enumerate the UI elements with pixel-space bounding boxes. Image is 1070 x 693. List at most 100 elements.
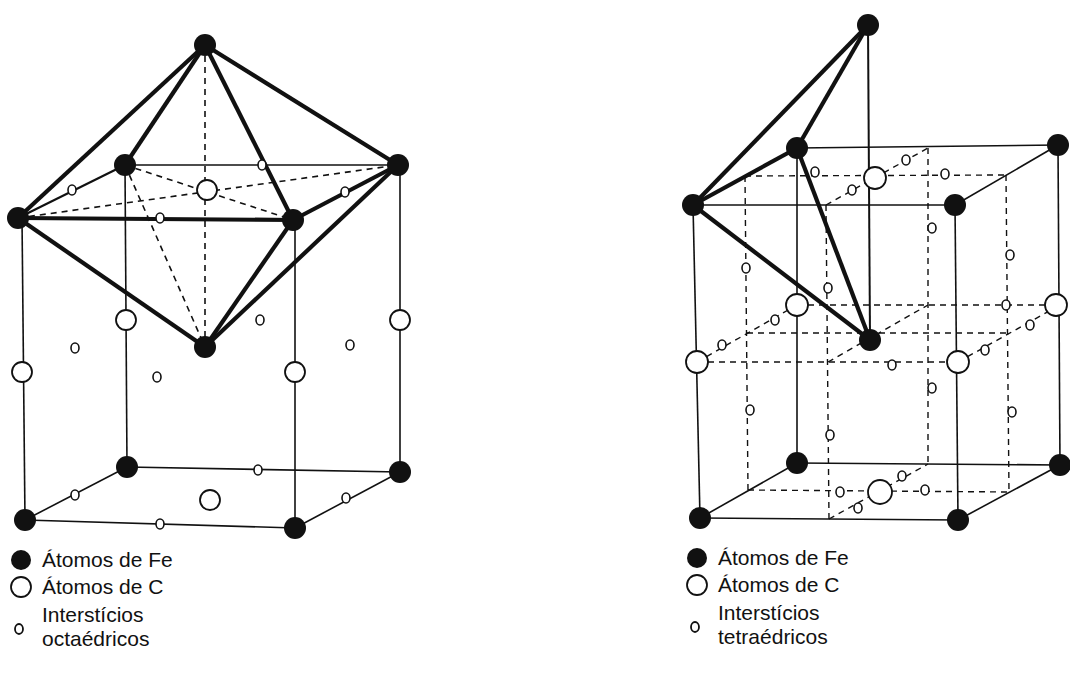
octahedron-edge [18,165,125,218]
interstice [346,340,354,350]
fe-atom [1049,454,1070,476]
legend-entry: Interstícios tetraédricos [684,601,848,649]
legend-swatch [8,615,36,639]
interstice [153,372,161,382]
tetrahedron-edge [693,25,868,205]
interstice [342,493,350,503]
fe-atom [282,209,304,231]
interstice [71,490,79,500]
tetrahedron-edge [797,148,870,340]
octahedron-edge [18,218,205,347]
fe-atom [786,137,808,159]
interstice [258,160,266,170]
fe-atoms [682,14,1070,531]
right-cell [682,14,1070,531]
cell-edge [127,467,400,472]
interstice [848,185,856,195]
interstice [1002,300,1010,310]
interstice [718,340,726,350]
legend-entry: Átomos de Fe [684,546,849,570]
legend-symbol [691,622,699,632]
interstice [826,430,834,440]
fe-atom [194,336,216,358]
c-atom [1045,294,1067,316]
octahedron-edge [18,45,205,218]
c-atom [864,167,886,189]
cell-edge [797,145,1058,148]
cell-edge [797,463,1060,465]
legend-label: Átomos de C [42,575,163,599]
octahedron-edge [205,45,293,220]
interstice [71,343,79,353]
interstice [921,485,929,495]
c-atom [12,362,32,382]
fe-atom [944,194,966,216]
tetrahedron-edge [797,25,868,148]
fe-atom [387,154,409,176]
interstice [836,487,844,497]
legend-label: Átomos de Fe [718,546,849,570]
legend-swatch [684,546,712,570]
subcell-line [829,464,928,519]
c-atom [390,310,410,330]
legend-label: Interstícios octaédricos [42,603,172,651]
interstice [902,155,910,165]
octahedron-edge [205,165,398,347]
interstice [156,519,164,529]
legend-entry: Átomos de C [8,575,163,599]
subcell-line [958,305,1060,362]
octahedron-edge [125,45,205,165]
interstice [941,169,949,179]
fe-atom [194,34,216,56]
interstice [898,471,906,481]
fe-atom [114,154,136,176]
subcell-line [828,305,928,362]
legend-entry: Átomos de C [684,573,839,597]
tetrahedron [693,25,870,340]
interstice [771,315,779,325]
subcell-line [1006,175,1009,492]
fe-atom [14,509,36,531]
legend-symbol [15,624,23,634]
cell-edge [25,520,295,528]
octahedron-edge [205,220,293,347]
fe-atom [786,452,808,474]
legend-swatch [684,573,712,597]
fe-atom [389,461,411,483]
legend-entry: Átomos de Fe [8,548,173,572]
interstice [928,383,936,393]
legend-swatch [8,575,36,599]
cell-edge [25,467,127,520]
c-atoms [686,167,1067,504]
interstice [742,263,750,273]
fe-atom [689,507,711,529]
c-atom [200,490,220,510]
interstice [1008,407,1016,417]
octahedron-axis [18,165,398,218]
cell-edge [295,472,400,528]
c-atom [285,362,305,382]
interstice [1006,250,1014,260]
legend-symbol [687,548,707,568]
legend-label: Interstícios tetraédricos [718,601,848,649]
subcell-lines [697,148,1060,519]
interstices [718,155,1034,513]
octahedron [18,45,398,347]
interstice [981,345,989,355]
fe-atom [682,194,704,216]
fe-atom [1047,134,1069,156]
fe-atom [116,456,138,478]
interstice [156,213,164,223]
interstice [854,503,862,513]
legend-entry: Interstícios octaédricos [8,603,172,651]
fe-atom [947,509,969,531]
left-cell [7,34,411,539]
legend-symbol [11,550,31,570]
interstice [824,283,832,293]
c-atom [947,351,969,373]
legend-symbol [687,575,707,595]
interstices [68,160,354,529]
c-atom [868,480,892,504]
interstice [746,405,754,415]
